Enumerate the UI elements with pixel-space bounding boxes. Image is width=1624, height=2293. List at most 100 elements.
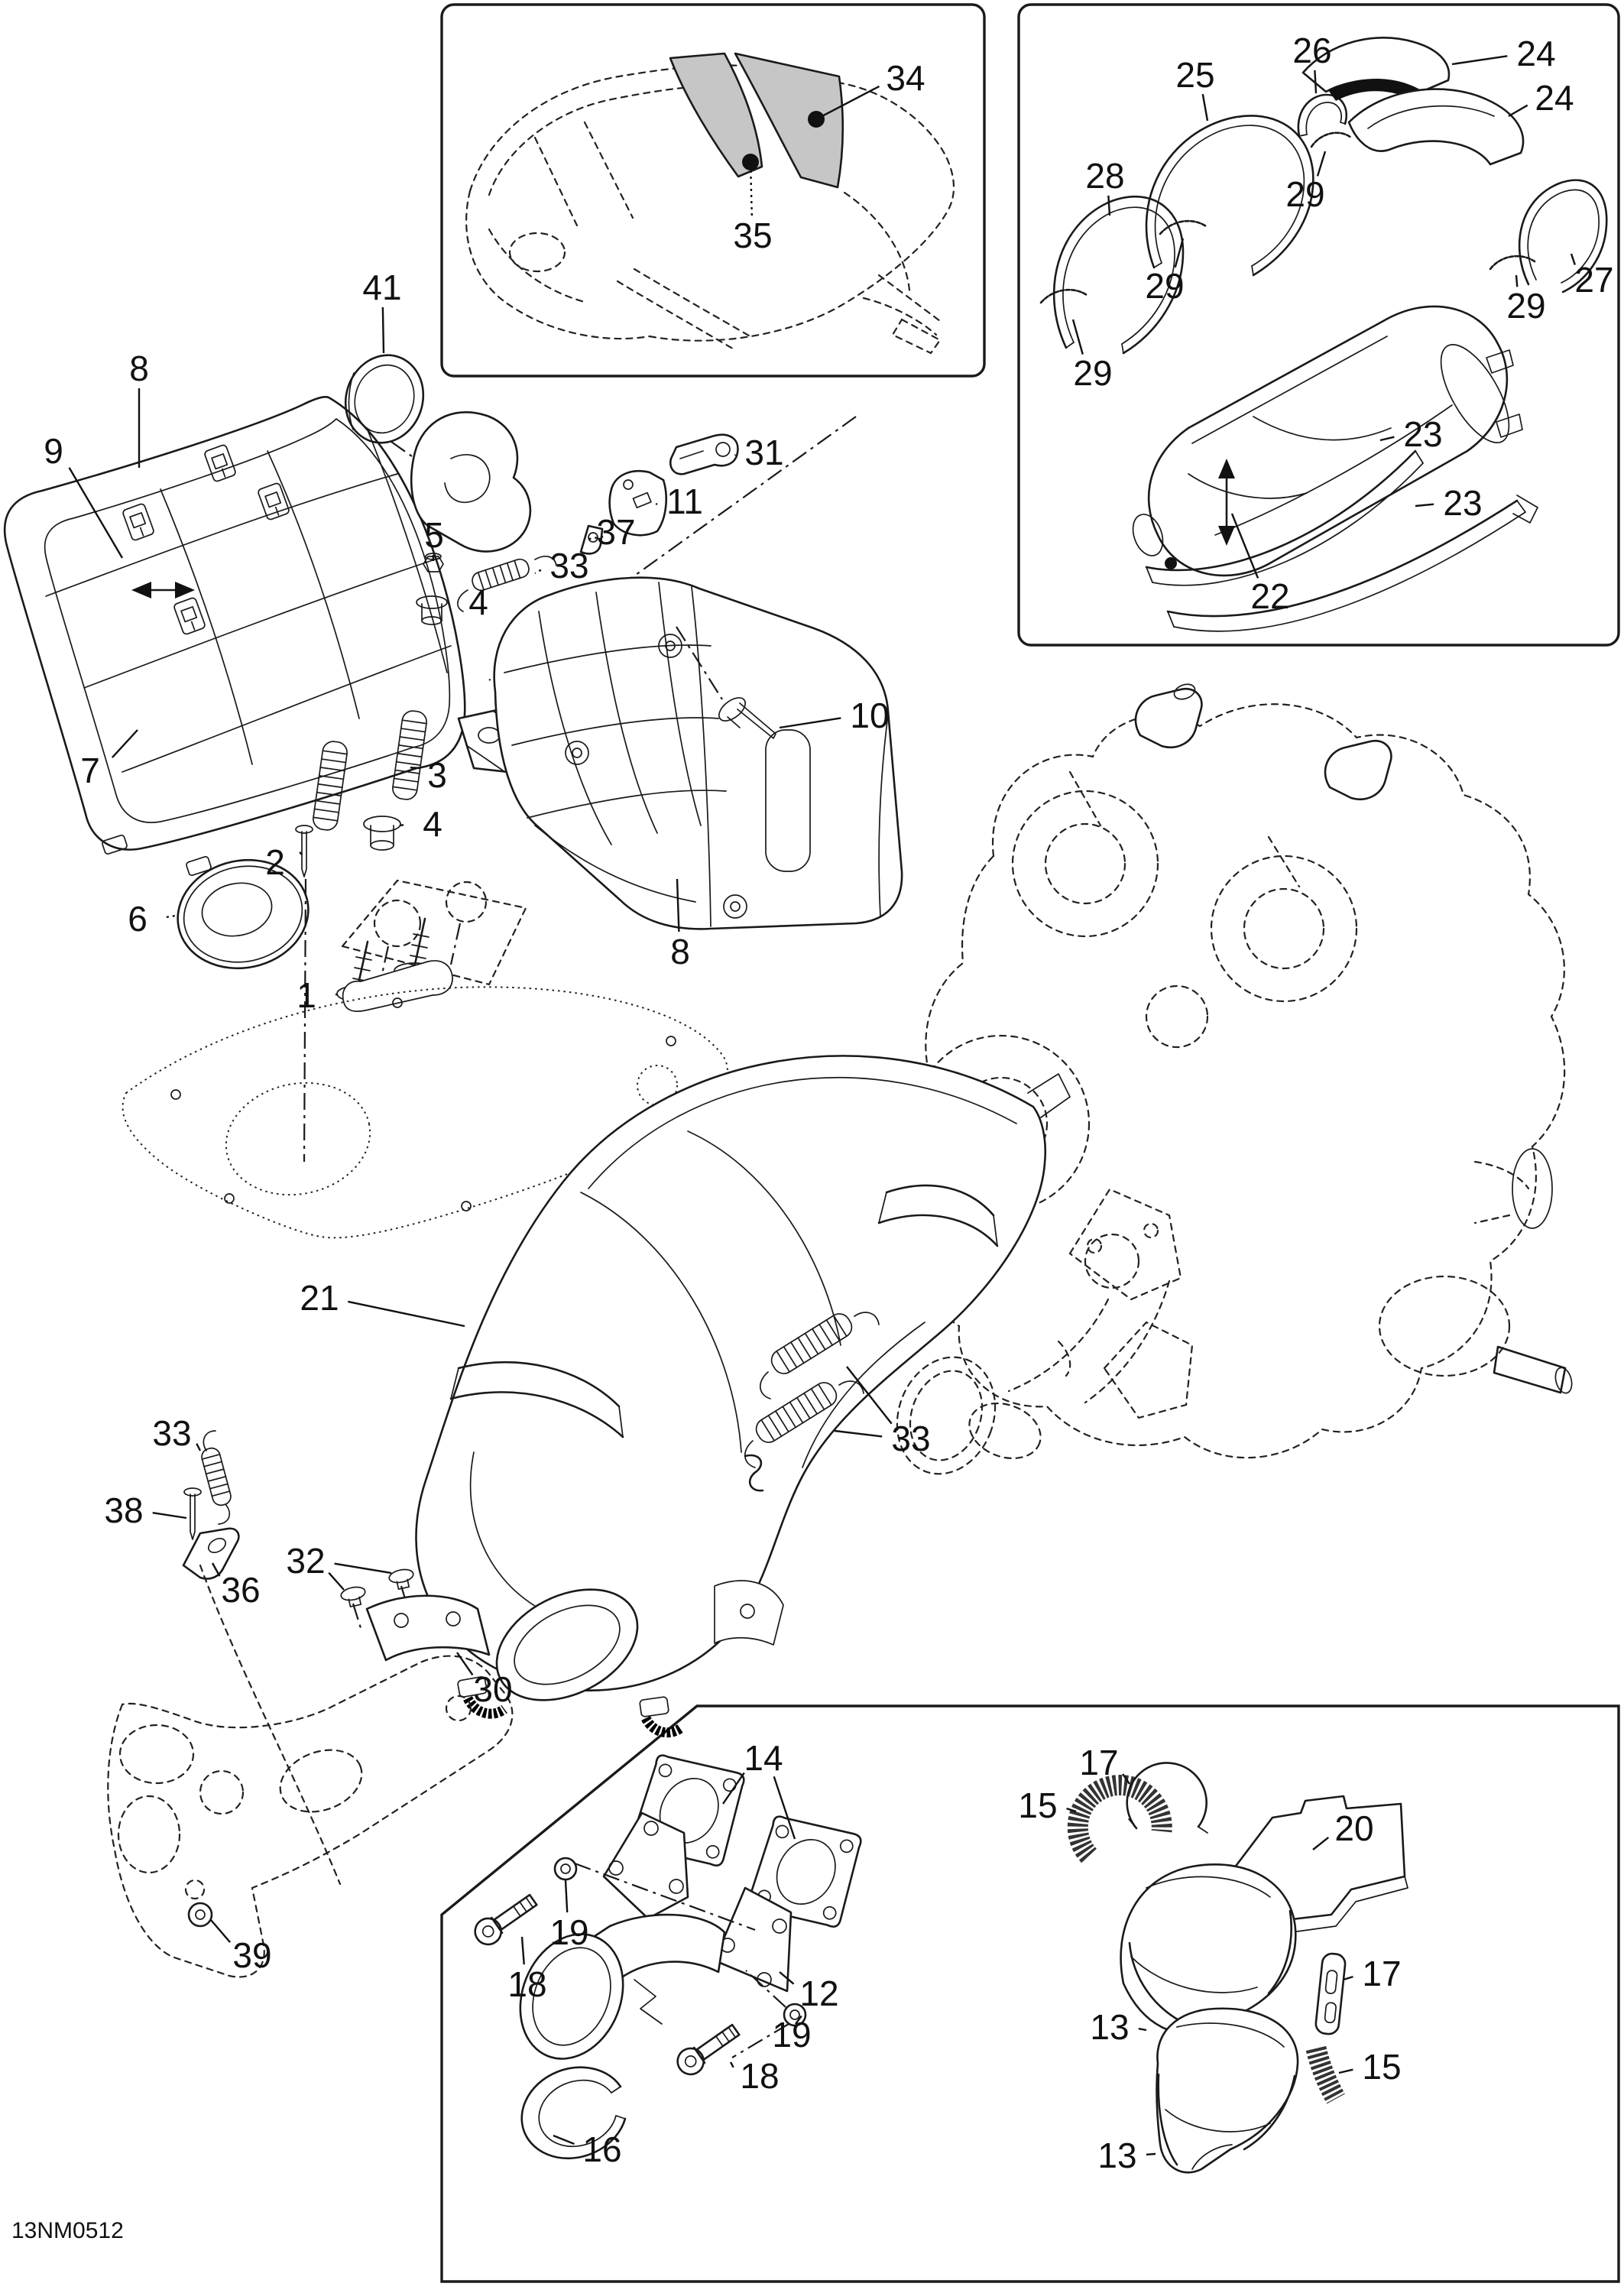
sensor-block-11 bbox=[608, 469, 668, 537]
inset-box-chassis bbox=[440, 3, 986, 378]
washer-39 bbox=[187, 1902, 213, 1928]
callout-37: 37 bbox=[596, 512, 635, 552]
callout-7: 7 bbox=[80, 751, 100, 790]
callout-24-leader bbox=[1451, 55, 1508, 66]
callout-22-leader bbox=[1230, 513, 1259, 579]
callout-38: 38 bbox=[104, 1490, 143, 1530]
studs-1 bbox=[336, 917, 453, 1012]
bracket-37 bbox=[579, 524, 604, 555]
coil-spring-29-mid bbox=[1159, 219, 1207, 235]
ring-16 bbox=[520, 2066, 627, 2160]
coil-spring-15-curved bbox=[1067, 1775, 1172, 1863]
callout-34: 34 bbox=[886, 58, 925, 98]
inset-box-muffler-covers bbox=[1017, 3, 1620, 647]
callout-21-leader bbox=[348, 1300, 465, 1328]
callout-34-dot bbox=[808, 111, 825, 128]
pin-2-axis bbox=[303, 878, 307, 1163]
pin-2 bbox=[295, 825, 313, 877]
callout-23-leader bbox=[1415, 503, 1434, 508]
callout-5: 5 bbox=[424, 515, 444, 555]
insulation-panel-34 bbox=[734, 52, 844, 189]
guard-23-lower bbox=[1166, 495, 1538, 632]
callout-13-leader bbox=[1146, 2152, 1156, 2156]
engine-ghost bbox=[906, 683, 1573, 1459]
callout-33-leader bbox=[534, 569, 542, 575]
callout-2-leader bbox=[299, 851, 303, 856]
callout-29-leader bbox=[1174, 238, 1185, 268]
callout-11: 11 bbox=[666, 482, 703, 521]
callout-18-leader bbox=[729, 2061, 734, 2068]
callout-29-leader bbox=[1316, 151, 1327, 177]
spring-33-left bbox=[199, 1430, 234, 1525]
bolt-axes bbox=[574, 1862, 789, 2058]
callout-18: 18 bbox=[740, 2056, 779, 2096]
callout-29: 29 bbox=[1506, 286, 1545, 326]
cover-24-lower bbox=[1347, 88, 1525, 166]
callout-35: 35 bbox=[733, 216, 772, 255]
callout-33-leader bbox=[846, 1366, 893, 1425]
callout-30: 30 bbox=[473, 1669, 512, 1709]
hanger-line-ghost bbox=[199, 1564, 342, 1886]
callout-30-leader bbox=[456, 1652, 474, 1676]
callout-15: 15 bbox=[1018, 1785, 1057, 1825]
bracket-31 bbox=[669, 433, 739, 475]
callout-22: 22 bbox=[1250, 576, 1289, 616]
coil-spring-15-straight bbox=[1305, 2045, 1345, 2104]
y-pipe-ghost bbox=[896, 1188, 1194, 1475]
callout-33: 33 bbox=[891, 1419, 930, 1458]
muffler-body-inset bbox=[1132, 305, 1523, 577]
callout-3: 3 bbox=[427, 755, 447, 795]
callout-7-leader bbox=[112, 729, 138, 758]
callout-24: 24 bbox=[1535, 78, 1574, 118]
callout-18: 18 bbox=[507, 1964, 546, 2004]
callout-13-leader bbox=[1138, 2027, 1147, 2032]
callout-4-leader bbox=[447, 602, 450, 605]
callout-15: 15 bbox=[1362, 2047, 1401, 2087]
callout-14: 14 bbox=[744, 1738, 783, 1778]
callout-19-leader bbox=[564, 1879, 569, 1913]
callout-12: 12 bbox=[799, 1974, 838, 2013]
callout-26-leader bbox=[1314, 70, 1318, 94]
direction-arrow-9 bbox=[131, 582, 195, 598]
strap-25 bbox=[1145, 115, 1314, 277]
callout-17: 17 bbox=[1079, 1743, 1118, 1782]
spring-33-upper bbox=[457, 556, 557, 612]
exhaust-socket-12 bbox=[519, 1811, 793, 2060]
callout-6: 6 bbox=[128, 899, 147, 939]
callout-32-leader bbox=[334, 1562, 392, 1575]
callout-21: 21 bbox=[300, 1278, 339, 1318]
callout-14-leader bbox=[773, 1776, 796, 1840]
callout-15-leader bbox=[1338, 2068, 1353, 2074]
coil-spring-29-left bbox=[1039, 288, 1088, 304]
arrow-22 bbox=[1218, 459, 1235, 546]
guard-23-upper bbox=[1145, 449, 1424, 586]
callout-24: 24 bbox=[1516, 34, 1555, 73]
washer-19-left bbox=[553, 1857, 578, 1881]
muffler-8 bbox=[3, 396, 466, 877]
callout-3-leader bbox=[410, 766, 421, 770]
frame-arm-ghost bbox=[107, 1655, 514, 1978]
callout-39-leader bbox=[210, 1919, 231, 1943]
callout-36-leader bbox=[211, 1562, 221, 1577]
strap-28 bbox=[1052, 195, 1185, 355]
callout-24-leader bbox=[1508, 104, 1528, 118]
callout-33: 33 bbox=[549, 546, 588, 585]
callout-15-leader bbox=[1066, 1807, 1077, 1813]
callout-39: 39 bbox=[232, 1935, 271, 1975]
callout-17-leader bbox=[1122, 1773, 1130, 1785]
clip-17-strap bbox=[1314, 1952, 1347, 2035]
callout-23: 23 bbox=[1443, 483, 1482, 523]
coil-spring-29-top bbox=[1310, 131, 1353, 148]
callout-8: 8 bbox=[670, 932, 690, 971]
callout-29: 29 bbox=[1145, 266, 1184, 306]
callout-8: 8 bbox=[129, 349, 149, 388]
callout-29: 29 bbox=[1285, 174, 1324, 214]
callout-33-leader bbox=[834, 1429, 883, 1438]
plate-30 bbox=[365, 1594, 491, 1662]
callout-35-dot bbox=[742, 154, 759, 170]
callout-6-leader bbox=[166, 914, 177, 919]
callout-25-leader bbox=[1201, 93, 1209, 122]
callout-18-leader bbox=[520, 1936, 525, 1965]
callout-19: 19 bbox=[549, 1912, 588, 1952]
callout-1: 1 bbox=[297, 975, 316, 1015]
